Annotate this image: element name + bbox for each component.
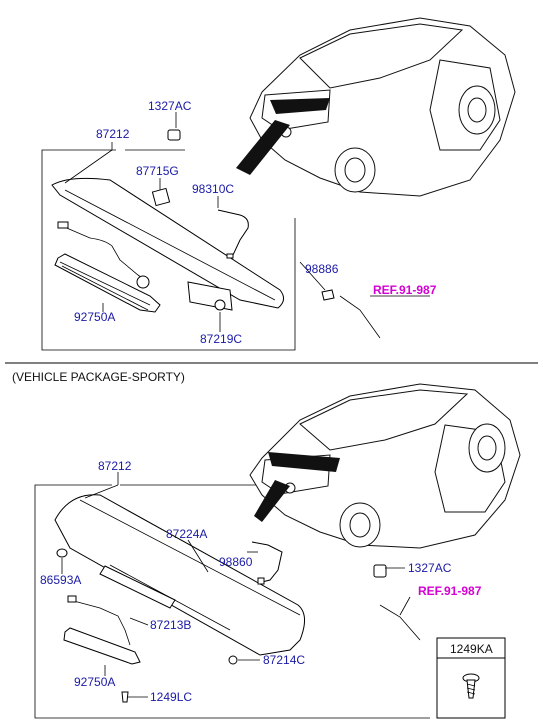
section2-spoiler	[54, 494, 305, 656]
section2-bolt-1327ac	[373, 564, 387, 578]
section2-label-1249lc: 1249LC	[150, 690, 192, 704]
section1-label-1327ac: 1327AC	[148, 99, 192, 113]
section2-label-87212: 87212	[98, 459, 132, 473]
section1-ref-91-987[interactable]: REF.91-987	[373, 283, 437, 297]
section2-label-86593a: 86593A	[40, 573, 81, 587]
section2-nut-87214c	[228, 655, 238, 665]
section2-label-92750a: 92750A	[74, 675, 115, 689]
section1-frame	[41, 149, 296, 351]
section2-screw-1249lc	[121, 691, 129, 703]
section2-label-1327ac: 1327AC	[408, 561, 452, 575]
section2-clip-86593a	[56, 548, 68, 558]
section-2: (VEHICLE PACKAGE-SPORTY)	[12, 370, 521, 719]
section1-nozzle-98886	[321, 289, 335, 301]
section1-label-98886: 98886	[305, 262, 339, 276]
section-1: 1327AC 87212 87715G 98310C 98886 REF.91-…	[41, 17, 516, 351]
section1-bolt-1327ac	[167, 129, 181, 141]
section1-label-92750a: 92750A	[74, 310, 115, 324]
section1-label-87219c: 87219C	[200, 332, 242, 346]
section1-nut-87219c	[214, 299, 226, 311]
section2-ref-91-987[interactable]: REF.91-987	[418, 584, 482, 598]
section2-label-98860: 98860	[219, 555, 253, 569]
section1-label-87715g: 87715G	[136, 164, 179, 178]
section1-bracket-87715g	[151, 187, 171, 207]
section2-inset-1249ka: 1249KA	[436, 637, 506, 719]
section2-label-87214c: 87214C	[263, 653, 305, 667]
section2-heading: (VEHICLE PACKAGE-SPORTY)	[12, 370, 185, 384]
section1-label-87212: 87212	[96, 127, 130, 141]
section2-label-87224a: 87224A	[166, 527, 207, 541]
section1-hose-98310c	[217, 209, 249, 259]
section1-label-98310c: 98310C	[192, 182, 234, 196]
section2-stop-lamp-92750a	[63, 627, 141, 665]
inset-title: 1249KA	[450, 642, 493, 656]
section2-harness-87213b	[69, 599, 131, 646]
section2-label-87213b: 87213B	[150, 618, 191, 632]
screw-icon	[462, 673, 480, 699]
section1-car-illustration	[236, 17, 516, 197]
section2-frame	[34, 484, 430, 719]
section1-spoiler	[51, 177, 284, 309]
section1-harness	[61, 225, 146, 281]
section2-hose-98860	[251, 541, 283, 583]
section2-car-illustration	[249, 383, 521, 549]
